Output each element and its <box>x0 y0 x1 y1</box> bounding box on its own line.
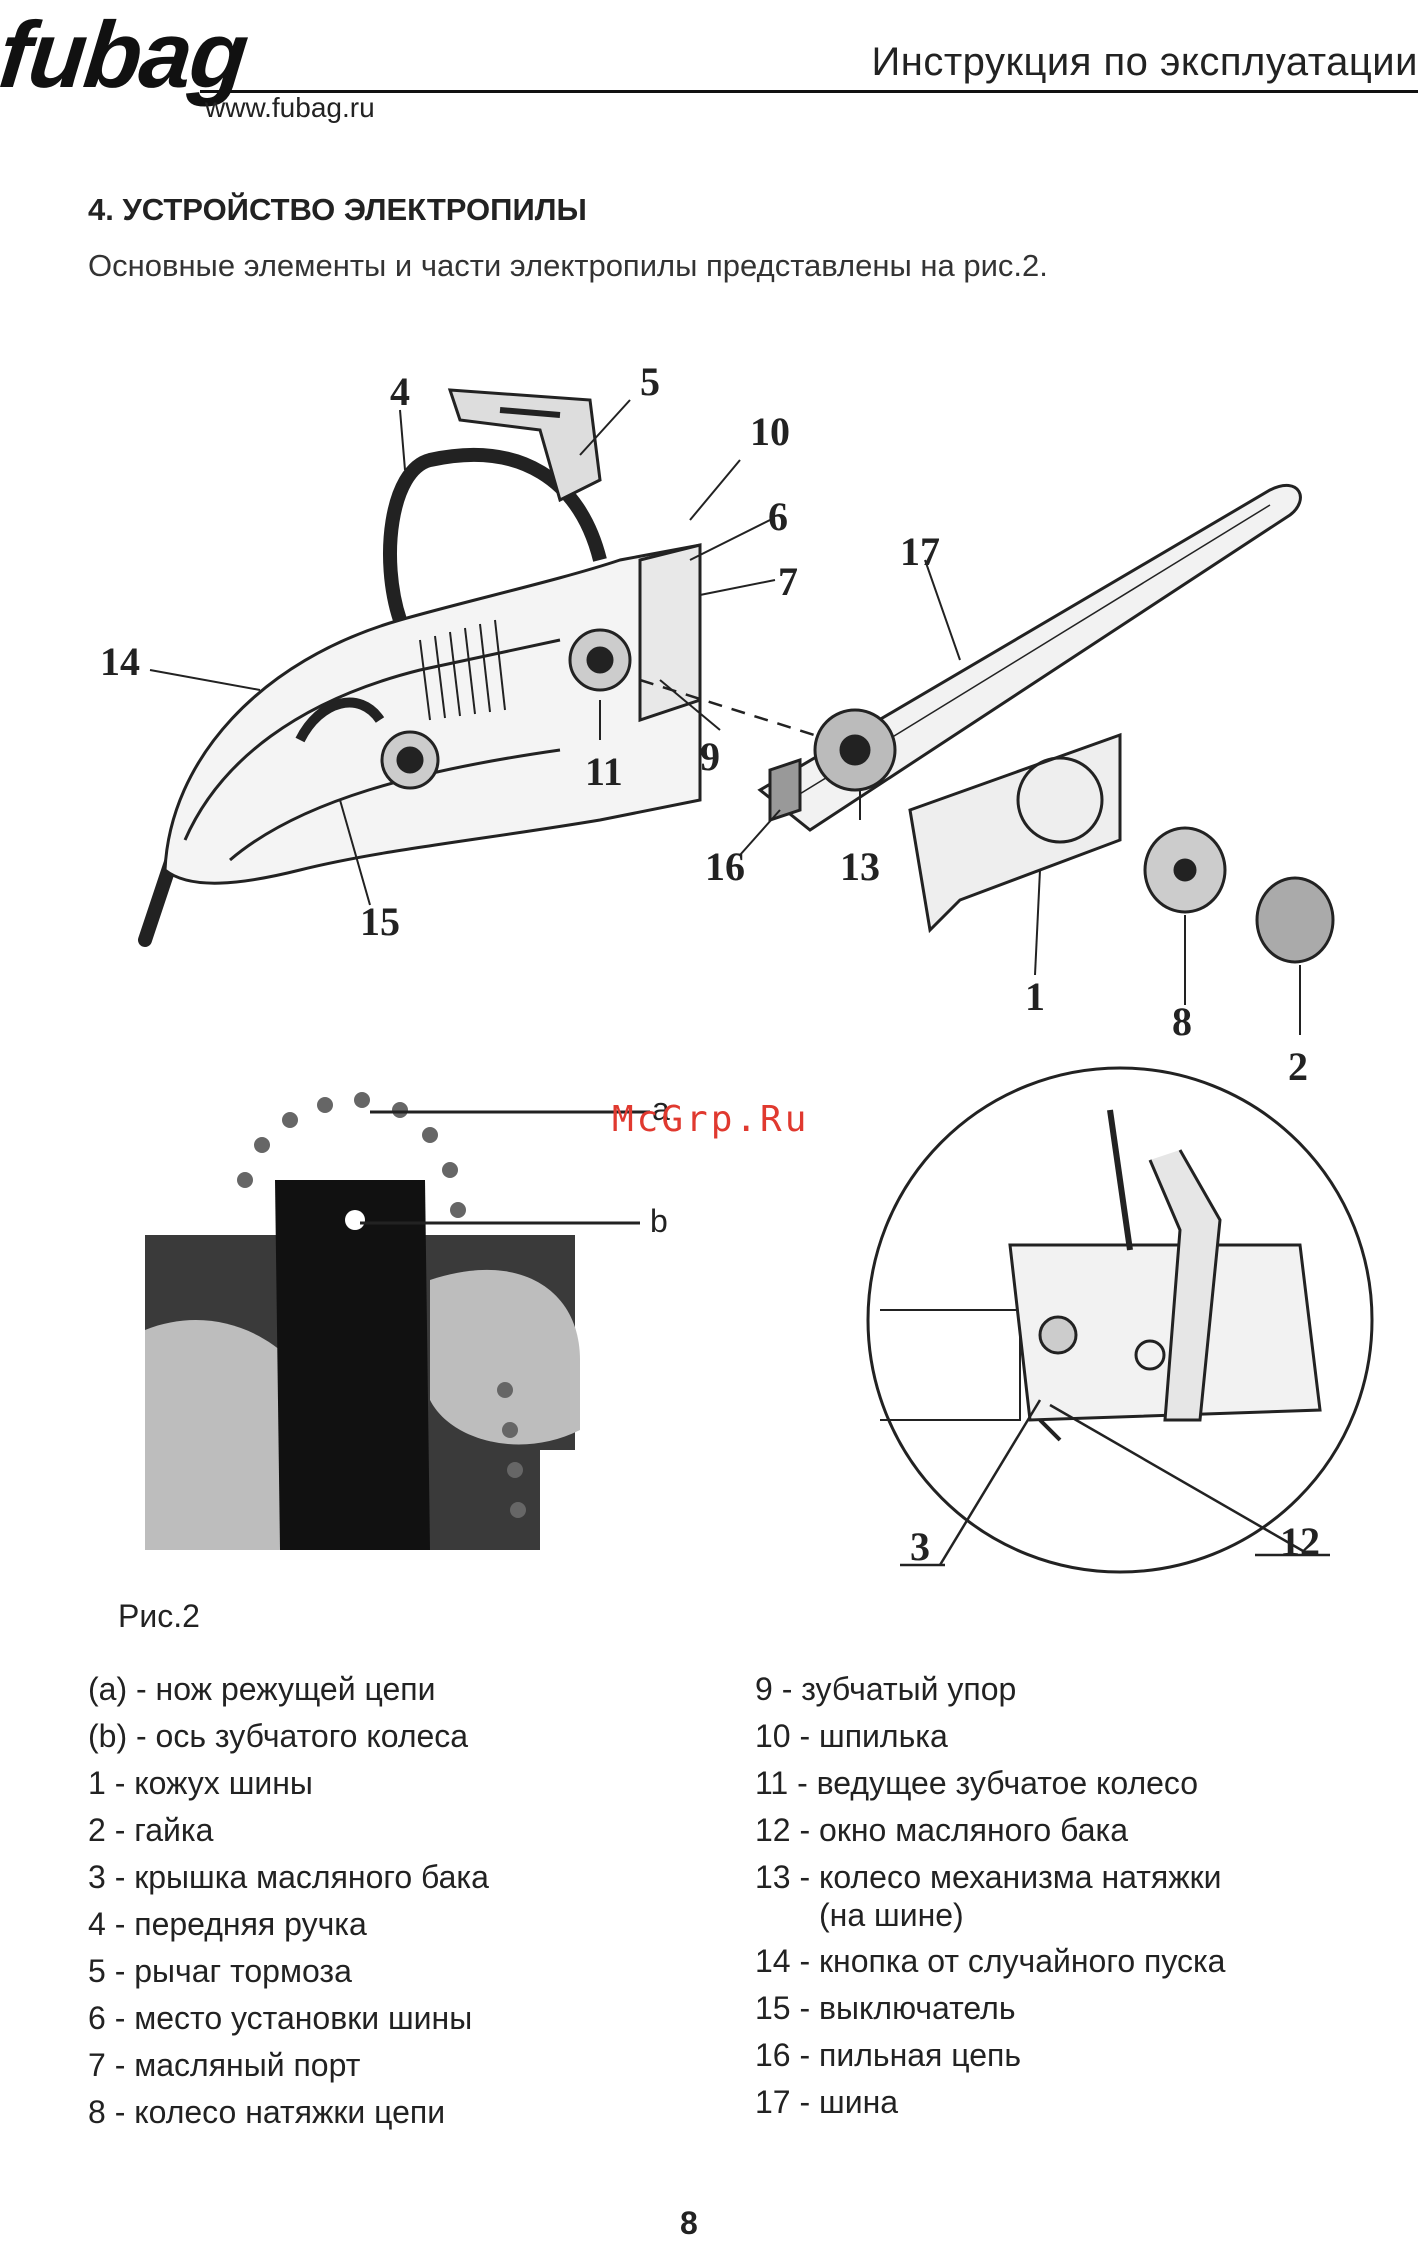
section-title: 4. УСТРОЙСТВО ЭЛЕКТРОПИЛЫ <box>88 192 587 227</box>
callout-2: 2 <box>1288 1044 1308 1089</box>
callout-a: a <box>652 1091 670 1127</box>
legend-item: (b) - ось зубчатого колеса <box>88 1718 469 1754</box>
legend-item: 1 - кожух шины <box>88 1765 313 1801</box>
legend-item: 6 - место установки шины <box>88 2000 473 2036</box>
figure-caption: Рис.2 <box>118 1598 200 1634</box>
section-intro: Основные элементы и части электропилы пр… <box>88 248 1048 283</box>
legend-item: 9 - зубчатый упор <box>755 1671 1017 1707</box>
callout-5: 5 <box>640 359 660 404</box>
callout-15: 15 <box>360 899 400 944</box>
callout-6: 6 <box>768 494 788 539</box>
legend-item: 10 - шпилька <box>755 1718 948 1754</box>
callout-13: 13 <box>840 844 880 889</box>
legend-item: 12 - окно масляного бака <box>755 1812 1128 1848</box>
legend-item: 14 - кнопка от случайного пуска <box>755 1943 1226 1979</box>
legend-item: 17 - шина <box>755 2084 899 2120</box>
oil-tank-detail <box>866 1066 1374 1574</box>
website-link[interactable]: www.fubag.ru <box>205 92 375 123</box>
callout-14: 14 <box>100 639 140 684</box>
callout-9: 10 <box>750 409 790 454</box>
callout-4: 4 <box>390 369 410 414</box>
legend-item: 16 - пильная цепь <box>755 2037 1022 2073</box>
legend-item: 13 - колесо механизма натяжки (на шине) <box>755 1858 1225 1942</box>
callout-16: 16 <box>705 844 745 889</box>
page-number: 8 <box>680 2205 698 2241</box>
legend-item: 3 - крышка масляного бака <box>88 1859 489 1895</box>
callout-8: 8 <box>1172 999 1192 1044</box>
legend-right-column: 9 - зубчатый упор 10 - шпилька 11 - веду… <box>755 1670 1225 2130</box>
legend-left-column: (a) - нож режущей цепи (b) - ось зубчато… <box>88 1670 489 2140</box>
legend-item: 5 - рычаг тормоза <box>88 1953 352 1989</box>
callout-1: 1 <box>1025 974 1045 1019</box>
header-rule <box>200 90 1418 93</box>
legend-item: 7 - масляный порт <box>88 2047 361 2083</box>
legend-item-continuation: (на шине) <box>819 1897 964 1934</box>
legend-item: 15 - выключатель <box>755 1990 1016 2026</box>
legend-item: 8 - колесо натяжки цепи <box>88 2094 446 2130</box>
callout-17: 17 <box>900 529 940 574</box>
legend-item: 11 - ведущее зубчатое колесо <box>755 1765 1199 1801</box>
leader-lines <box>149 399 1301 1035</box>
callout-7: 7 <box>778 559 798 604</box>
chainsaw-body-drawing <box>138 388 1335 964</box>
legend-item: 2 - гайка <box>88 1812 214 1848</box>
chainsaw-figure: 4 5 10 6 7 17 14 11 9 15 16 13 1 8 2 <box>100 359 1374 1574</box>
legend-item-text: 13 - колесо механизма натяжки <box>755 1859 1222 1895</box>
document-title: Инструкция по эксплуатации <box>871 40 1418 84</box>
watermark: McGrp.Ru <box>612 1099 810 1140</box>
callout-3: 3 <box>910 1524 930 1569</box>
callout-10: 9 <box>700 734 720 779</box>
legend-item: 4 - передняя ручка <box>88 1906 367 1942</box>
callout-b: b <box>650 1203 668 1239</box>
chain-photo <box>145 1092 580 1550</box>
callout-12: 12 <box>1280 1519 1320 1564</box>
legend-item: (a) - нож режущей цепи <box>88 1671 436 1707</box>
callout-11: 11 <box>585 749 623 794</box>
